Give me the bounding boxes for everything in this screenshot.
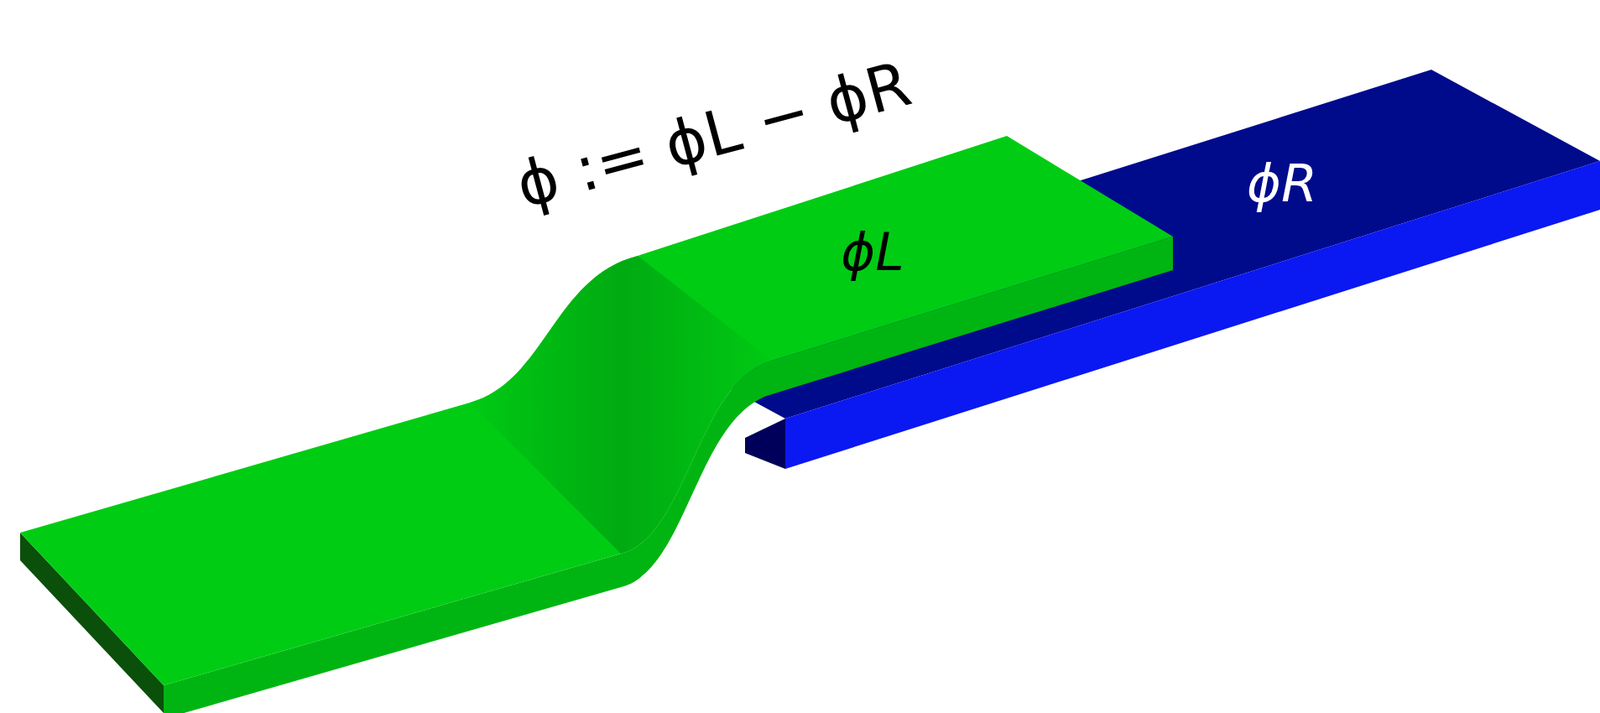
slab-label: ϕL [840,221,904,283]
ramp-shading [469,255,772,554]
green-top-face [20,135,1173,686]
slab-label: ϕR [1246,152,1318,214]
green-slab-region: ϕL [833,218,911,287]
blue-end-face [745,418,786,470]
blue-slab-region: ϕR [1240,149,1324,218]
